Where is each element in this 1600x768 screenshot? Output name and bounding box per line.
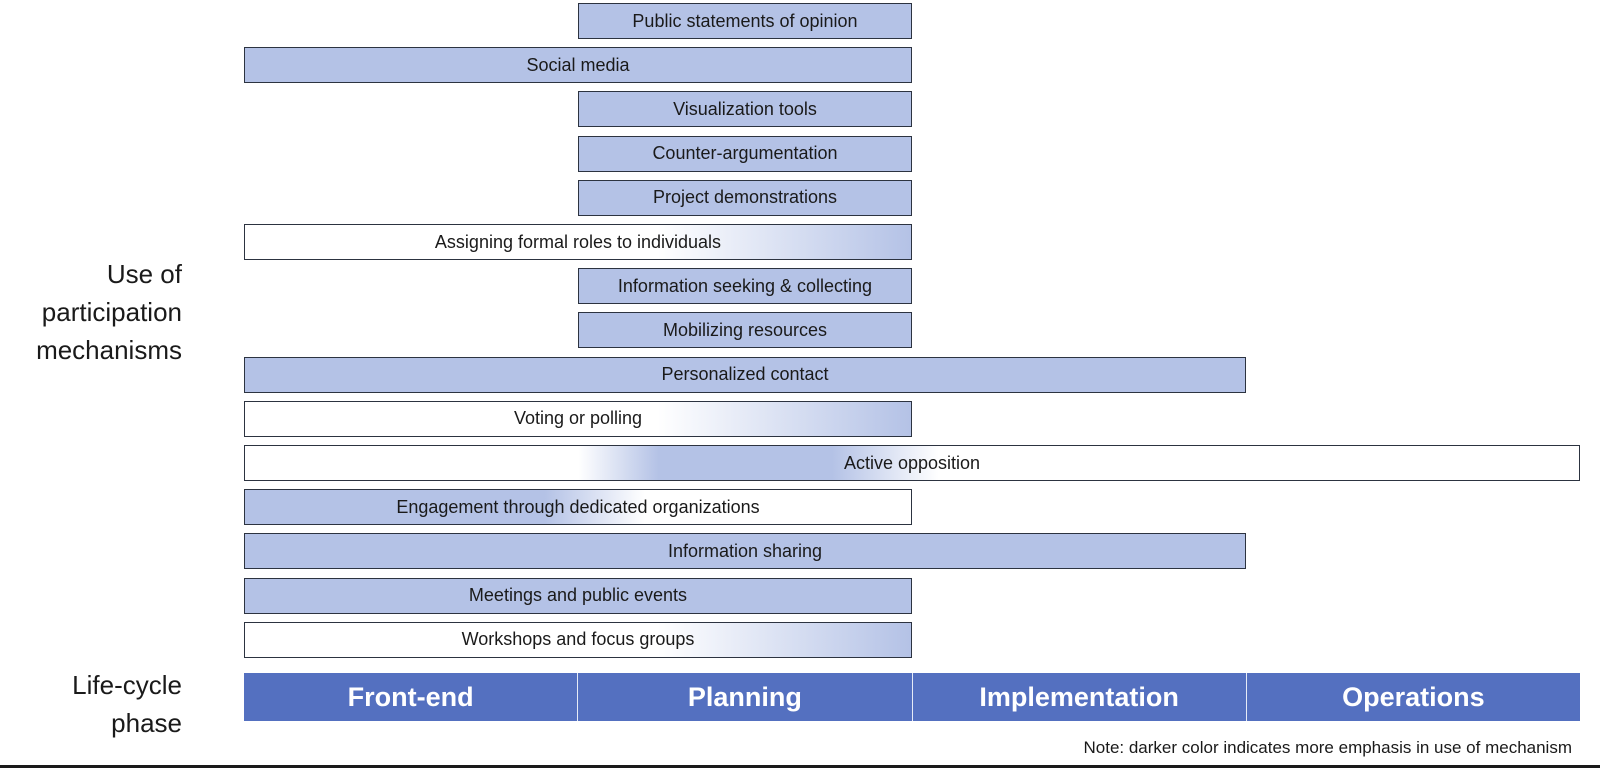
phase-implementation: Implementation: [913, 673, 1247, 721]
mechanism-bar-project-demonstrations: Project demonstrations: [578, 179, 912, 216]
mechanism-bar-voting-or-polling: Voting or polling: [244, 400, 912, 437]
mechanism-bar-mobilizing-resources: Mobilizing resources: [578, 312, 912, 349]
mechanism-bar-information-seeking-collecting: Information seeking & collecting: [578, 268, 912, 305]
mechanism-bar-personalized-contact: Personalized contact: [244, 356, 1246, 393]
mechanism-bar-assigning-formal-roles-to-individuals: Assigning formal roles to individuals: [244, 224, 912, 260]
legend-note: Note: darker color indicates more emphas…: [1083, 738, 1573, 757]
mechanism-bar-public-statements-of-opinion: Public statements of opinion: [578, 3, 912, 39]
mechanism-bar-counter-argumentation: Counter-argumentation: [578, 135, 912, 172]
phase-planning: Planning: [578, 673, 913, 721]
mechanism-bar-meetings-and-public-events: Meetings and public events: [244, 577, 912, 614]
phase-operations: Operations: [1342, 681, 1485, 712]
x-axis-label: Life-cycle phase: [72, 670, 182, 738]
mechanism-bar-information-sharing: Information sharing: [244, 533, 1246, 570]
bottom-divider: [0, 765, 1600, 768]
phase-front-end: Front-end: [244, 673, 579, 721]
mechanism-bar-social-media: Social media: [244, 47, 912, 84]
mechanism-bar-visualization-tools: Visualization tools: [578, 91, 912, 128]
mechanism-bar-engagement-through-dedicated-organizations: Engagement through dedicated organizatio…: [244, 489, 912, 526]
mechanism-bar-active-opposition: Active opposition: [244, 445, 1580, 481]
y-axis-label: Use of participation mechanisms: [36, 259, 182, 365]
phase-strip: Front-end Planning Implementation Operat…: [244, 673, 1580, 721]
mechanism-bar-workshops-and-focus-groups: Workshops and focus groups: [244, 621, 912, 658]
